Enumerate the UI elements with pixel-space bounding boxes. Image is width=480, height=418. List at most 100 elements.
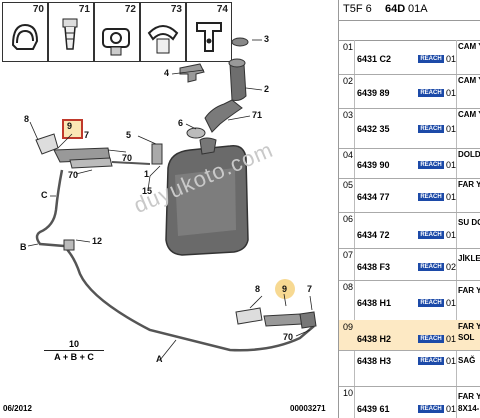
row-description: FAR Y [458, 392, 480, 401]
row-quantity: 01 [446, 298, 457, 308]
label-B[interactable]: B [20, 242, 27, 252]
label-8[interactable]: 8 [24, 114, 30, 124]
row-description: JİKLE [458, 254, 480, 263]
filler-neck [204, 99, 243, 133]
parts-table: T5F 6 64D 01A 01 6431 C2 REACH 01 CAM Y … [338, 0, 480, 418]
label-C[interactable]: C [41, 190, 48, 200]
table-row[interactable]: 02 6439 89 REACH 01 CAM Y [339, 74, 480, 109]
label-4[interactable]: 4 [164, 68, 170, 78]
label-70-lower[interactable]: 70 [283, 332, 294, 342]
table-row[interactable]: 6438 H3 REACH 01 SAĞ [339, 350, 480, 387]
thumbnail-number: 71 [78, 4, 90, 15]
row-description-side: SOL [458, 333, 475, 342]
header-code: 64D [385, 3, 406, 15]
table-row[interactable]: 06 6434 72 REACH 01 SU DO [339, 212, 480, 249]
row-description: FAR Y [458, 322, 480, 331]
label-1[interactable]: 1 [144, 169, 150, 179]
highlight-circle-9 [275, 279, 295, 299]
row-description: CAM Y [458, 76, 480, 85]
table-row[interactable]: 08 6438 H1 REACH 01 FAR Y [339, 280, 480, 321]
table-row[interactable]: 10 6439 61 REACH 01 FAR Y 8X14- [339, 386, 480, 418]
column-divider [456, 40, 457, 418]
thumbnail-number: 73 [170, 4, 182, 15]
row-description: FAR Y [458, 286, 480, 295]
part-reference[interactable]: 6438 H2 [357, 334, 392, 344]
thumbnail-71[interactable]: 71 [48, 2, 94, 62]
row-description-size: 8X14- [458, 404, 480, 413]
label-15[interactable]: 15 [142, 186, 153, 196]
filler-cap [231, 37, 249, 47]
assembly-legend: 10 A + B + C [44, 339, 104, 362]
table-subheader [339, 20, 480, 41]
row-quantity: 01 [446, 54, 457, 64]
row-index: 07 [343, 250, 354, 260]
label-71[interactable]: 71 [252, 110, 263, 120]
row-index: 10 [343, 388, 354, 398]
row-quantity: 02 [446, 262, 457, 272]
thumbnail-74[interactable]: 74 [186, 2, 232, 62]
table-row[interactable]: 03 6432 35 REACH 01 CAM Y [339, 108, 480, 149]
label-A[interactable]: A [156, 354, 163, 364]
table-row[interactable]: 04 6439 90 REACH 01 DOLD [339, 148, 480, 179]
label-2[interactable]: 2 [264, 84, 270, 94]
table-row-selected[interactable]: 09 6438 H2 REACH 01 FAR Y SOL [339, 320, 480, 351]
row-quantity: 01 [446, 192, 457, 202]
label-9[interactable]: 9 [67, 121, 73, 131]
header-prefix: T5F 6 [343, 3, 372, 15]
thumbnail-70[interactable]: 70 [2, 2, 48, 62]
label-3[interactable]: 3 [264, 34, 270, 44]
row-quantity: 01 [446, 124, 457, 134]
part-reference[interactable]: 6438 F3 [357, 262, 391, 272]
table-row[interactable]: 07 6438 F3 REACH 02 JİKLE [339, 248, 480, 281]
legend-divider [44, 350, 104, 351]
bracket-clip-icon [196, 22, 222, 52]
pipe-clip-icon [102, 28, 130, 56]
row-index: 03 [343, 110, 354, 120]
thumbnail-number: 74 [216, 4, 228, 15]
row-description: SU DO [458, 218, 480, 227]
label-7-lower[interactable]: 7 [307, 284, 313, 294]
part-reference[interactable]: 6438 H1 [357, 298, 392, 308]
row-quantity: 01 [446, 88, 457, 98]
part-reference[interactable]: 6438 H3 [357, 356, 392, 366]
label-6[interactable]: 6 [178, 118, 184, 128]
row-index: 09 [343, 322, 354, 332]
footer-date: 06/2012 [3, 404, 32, 413]
row-quantity: 01 [446, 334, 457, 344]
reach-badge: REACH [418, 299, 444, 307]
row-quantity: 01 [446, 160, 457, 170]
reach-badge: REACH [418, 55, 444, 63]
highlight-box-9 [62, 119, 83, 139]
label-7[interactable]: 7 [84, 130, 90, 140]
label-9-lower[interactable]: 9 [282, 284, 288, 294]
row-index: 02 [343, 76, 354, 86]
thumbnail-73[interactable]: 73 [140, 2, 186, 62]
label-5[interactable]: 5 [126, 130, 132, 140]
part-reference[interactable]: 6439 61 [357, 404, 390, 414]
thumbnail-72[interactable]: 72 [94, 2, 140, 62]
table-row[interactable]: 05 6434 77 REACH 01 FAR Y [339, 178, 480, 213]
assembly-number[interactable]: 10 [68, 339, 79, 349]
header-suffix: 01A [408, 3, 428, 15]
reach-badge: REACH [418, 161, 444, 169]
table-row[interactable]: 01 6431 C2 REACH 01 CAM Y [339, 40, 480, 75]
parts-diagram: 70 71 72 73 74 [2, 2, 326, 413]
reach-badge: REACH [418, 357, 444, 365]
push-clip-icon [62, 18, 78, 50]
label-12[interactable]: 12 [92, 236, 103, 246]
label-70-upper[interactable]: 70 [122, 153, 133, 163]
label-8-lower[interactable]: 8 [255, 284, 261, 294]
part-reference[interactable]: 6431 C2 [357, 54, 392, 64]
part-reference[interactable]: 6434 72 [357, 230, 390, 240]
part-reference[interactable]: 6439 90 [357, 160, 390, 170]
washer-system-drawing [27, 37, 317, 361]
part-reference[interactable]: 6432 35 [357, 124, 390, 134]
thumbnail-number: 72 [124, 4, 136, 15]
part-reference[interactable]: 6434 77 [357, 192, 390, 202]
row-description: CAM Y [458, 110, 480, 119]
row-index: 01 [343, 42, 354, 52]
footer-code: 00003271 [290, 404, 326, 413]
label-70-left[interactable]: 70 [68, 170, 79, 180]
reach-badge: REACH [418, 405, 444, 413]
part-reference[interactable]: 6439 89 [357, 88, 390, 98]
